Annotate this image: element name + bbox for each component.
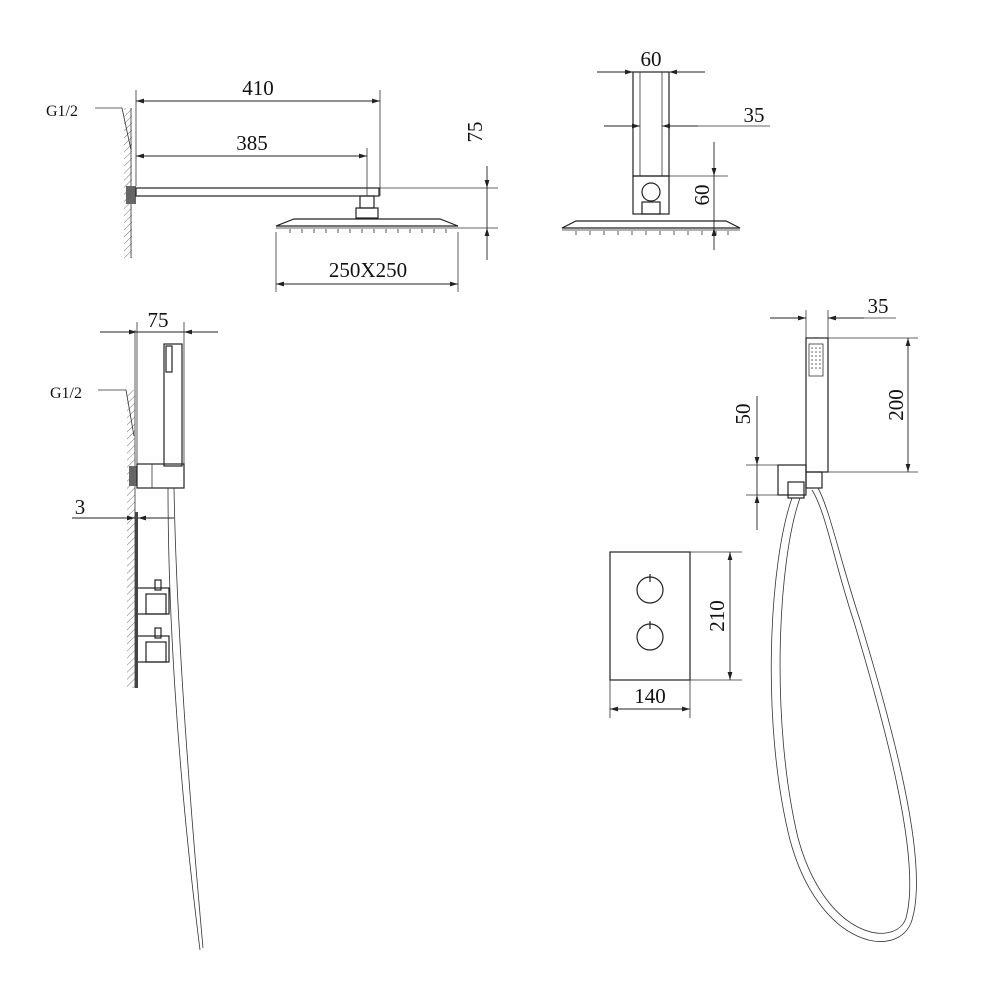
- dim-label-arm-inner: 385: [236, 131, 268, 155]
- dim-label-projection: 75: [148, 308, 169, 332]
- hose-loop-outer: [770, 487, 917, 942]
- dim-label-bracket: 50: [731, 404, 755, 425]
- swivel-nut: [641, 201, 661, 215]
- dim-label-hs-width: 35: [868, 294, 889, 318]
- wall-hatch: [127, 390, 135, 688]
- trim-plate-edge: [135, 512, 138, 688]
- thread-label-bottom: G1/2: [50, 385, 82, 402]
- head-front-view: 60 35 60: [561, 47, 770, 250]
- hose-connector: [787, 481, 805, 499]
- handshower-spray-grid: [808, 343, 824, 377]
- valve-handle-upper: [136, 587, 170, 615]
- spray-dots: [811, 347, 821, 369]
- dim-label-arm-total: 410: [242, 76, 274, 100]
- valve-stem-lower: [154, 627, 162, 639]
- hose-loop-inner: [779, 489, 911, 934]
- hose-inner: [173, 487, 204, 949]
- rain-head-front-nozzles: [575, 231, 729, 235]
- valve-handle-lower: [136, 635, 170, 663]
- ball-joint: [641, 182, 661, 202]
- dim-label-height: 60: [690, 185, 714, 206]
- valve-knob-lower: [145, 641, 167, 663]
- shower-arm: [135, 187, 380, 197]
- rain-head-nozzles: [289, 229, 447, 233]
- trim-plate: [609, 551, 691, 681]
- wall-bracket: [777, 464, 807, 496]
- trim-plate-front-view: 210 140: [609, 551, 742, 718]
- dim-label-hs-length: 200: [884, 389, 908, 421]
- valve-stem-upper: [154, 579, 162, 591]
- wall-hatch: [124, 108, 132, 258]
- dim-label-plate-thickness: 3: [75, 495, 86, 519]
- connector-block: [632, 175, 670, 215]
- shower-arm-side-view: G1/2 410 385 75: [46, 76, 498, 292]
- handshower-front-view: 35 200 50: [731, 294, 918, 942]
- dim-label-depth: 35: [744, 103, 765, 127]
- thread-leader-bottom: [98, 389, 135, 437]
- holder-bracket: [136, 463, 185, 489]
- dim-label-plate-height: 210: [705, 600, 729, 632]
- rain-head-front: [561, 220, 741, 229]
- rain-head: [275, 218, 459, 227]
- dim-label-width: 60: [641, 47, 662, 71]
- handshower-side-view: G1/2 75 3: [50, 308, 218, 951]
- wall-fitting: [129, 466, 137, 486]
- dim-label-plate-width: 140: [634, 684, 666, 708]
- arm-front: [632, 71, 670, 177]
- swivel-joint: [355, 207, 379, 219]
- handshower-body: [163, 343, 183, 467]
- arm-connector: [359, 195, 375, 209]
- valve-knob-upper: [145, 593, 167, 615]
- handshower-spray-face: [165, 345, 173, 373]
- thread-leader-top: [95, 107, 132, 151]
- bracket-cradle: [805, 471, 823, 489]
- dim-label-drop: 75: [463, 122, 487, 143]
- hose-outer: [167, 487, 201, 951]
- wall-fitting: [126, 186, 136, 204]
- thread-label-top: G1/2: [46, 103, 78, 120]
- dim-label-head-size: 250X250: [329, 258, 407, 282]
